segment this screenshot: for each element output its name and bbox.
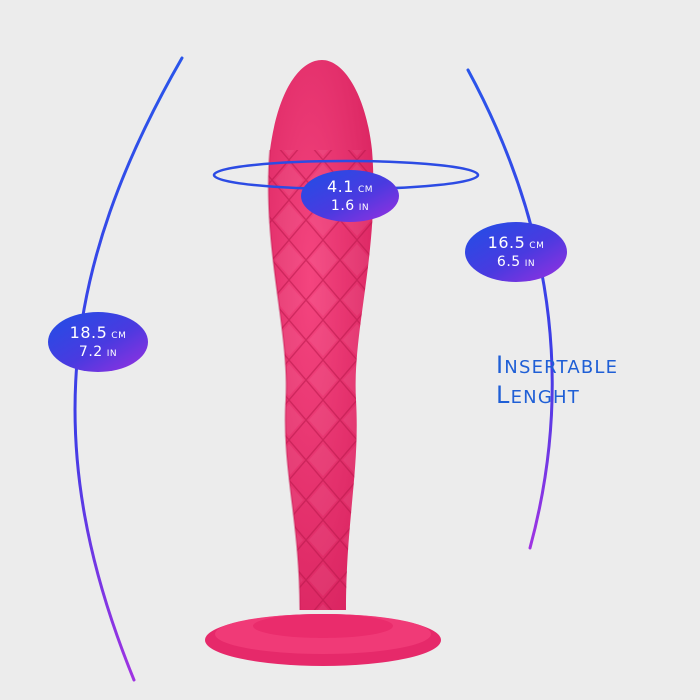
girth-badge-bg <box>301 170 399 222</box>
total-in-value: 7.2 <box>78 344 103 360</box>
insertable-in-value: 6.5 <box>496 254 521 270</box>
insertable-badge-bg <box>465 222 567 282</box>
girth-in-value: 1.6 <box>330 198 355 214</box>
girth-cm-unit: CM <box>357 184 373 195</box>
total-cm-value: 18.5 <box>69 322 108 342</box>
girth-cm-value: 4.1 <box>326 176 354 196</box>
total-badge-bg <box>48 312 148 372</box>
girth-in-unit: IN <box>358 203 370 213</box>
caption-line-2-initial: L <box>496 381 511 409</box>
total-cm-unit: CM <box>111 330 127 341</box>
caption-line-2-rest: ENGHT <box>510 387 580 408</box>
caption-line-2: LENGHT <box>496 380 618 410</box>
insertable-length-caption: INSERTABLE LENGHT <box>496 350 618 410</box>
total-in-unit: IN <box>106 349 118 359</box>
insertable-in-unit: IN <box>524 259 536 269</box>
caption-line-1-rest: NSERTABLE <box>504 357 619 378</box>
insertable-cm-unit: CM <box>529 240 545 251</box>
insertable-cm-value: 16.5 <box>487 232 526 252</box>
caption-line-1: INSERTABLE <box>496 350 618 380</box>
insertable-length-line <box>466 68 554 550</box>
caption-line-1-initial: I <box>496 351 505 379</box>
